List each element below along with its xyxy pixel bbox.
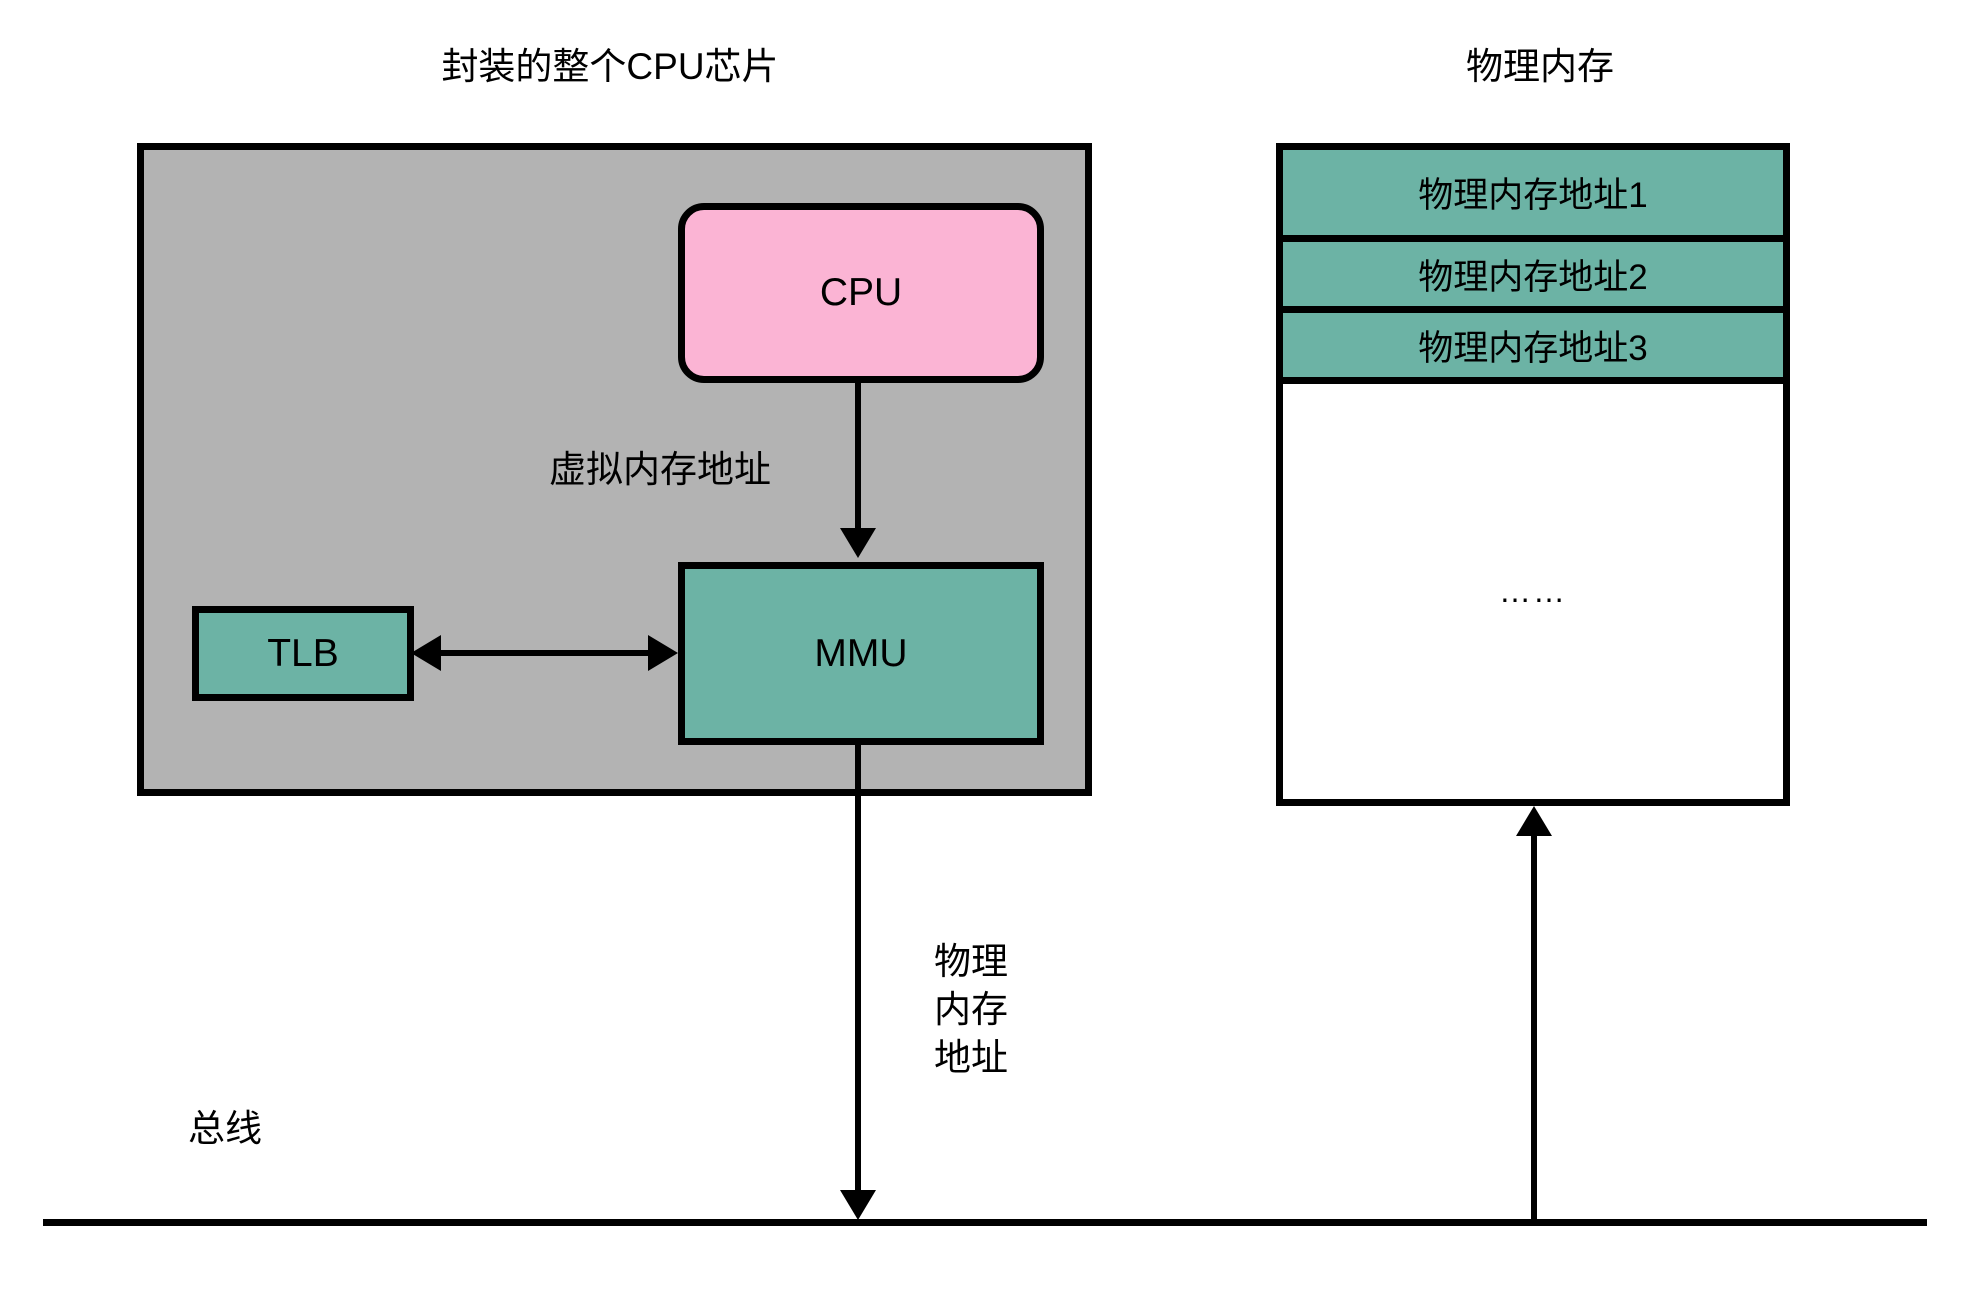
memory-cell[interactable]: 物理内存地址1 <box>1283 150 1783 242</box>
system-bus-line <box>43 1219 1927 1226</box>
physical-address-line-2: 内存 <box>934 989 1008 1031</box>
cpu-block-label: CPU <box>819 271 903 314</box>
tlb-mmu-line <box>438 650 648 656</box>
tlb-block-label: TLB <box>267 631 339 675</box>
mmu-to-bus-arrowhead <box>840 1190 876 1220</box>
mmu-to-bus-line <box>855 745 861 1193</box>
bus-to-memory-arrowhead <box>1516 806 1552 836</box>
virtual-address-label: 虚拟内存地址 <box>549 449 771 490</box>
cpu-chip-title: 封装的整个CPU芯片 <box>441 46 779 87</box>
memory-cell-label: 物理内存地址3 <box>1418 328 1648 368</box>
physical-address-line-1: 物理 <box>934 941 1008 982</box>
memory-cell[interactable]: 物理内存地址3 <box>1283 313 1783 384</box>
memory-ellipsis: …… <box>1499 573 1567 609</box>
memory-cell-label: 物理内存地址2 <box>1418 257 1648 297</box>
mmu-block-label: MMU <box>814 631 908 675</box>
physical-address-line-3: 地址 <box>934 1037 1008 1079</box>
memory-cell-label: 物理内存地址1 <box>1418 176 1648 215</box>
mmu-block[interactable]: MMU <box>678 562 1044 745</box>
cpu-to-mmu-line <box>855 383 861 531</box>
memory-cell[interactable]: 物理内存地址2 <box>1283 242 1783 313</box>
physical-memory-stack: 物理内存地址1 物理内存地址2 物理内存地址3 …… <box>1276 143 1790 806</box>
tlb-mmu-arrowhead-left <box>411 635 441 671</box>
cpu-to-mmu-arrowhead <box>840 528 876 558</box>
tlb-block[interactable]: TLB <box>192 606 414 701</box>
bus-label: 总线 <box>188 1108 262 1149</box>
tlb-mmu-arrowhead-right <box>648 635 678 671</box>
physical-memory-title: 物理内存 <box>1466 46 1614 87</box>
cpu-block[interactable]: CPU <box>678 203 1044 383</box>
memory-ellipsis-region: …… <box>1283 384 1783 799</box>
physical-address-label: 物理内存地址 <box>934 938 1008 1082</box>
bus-to-memory-line <box>1531 836 1537 1220</box>
